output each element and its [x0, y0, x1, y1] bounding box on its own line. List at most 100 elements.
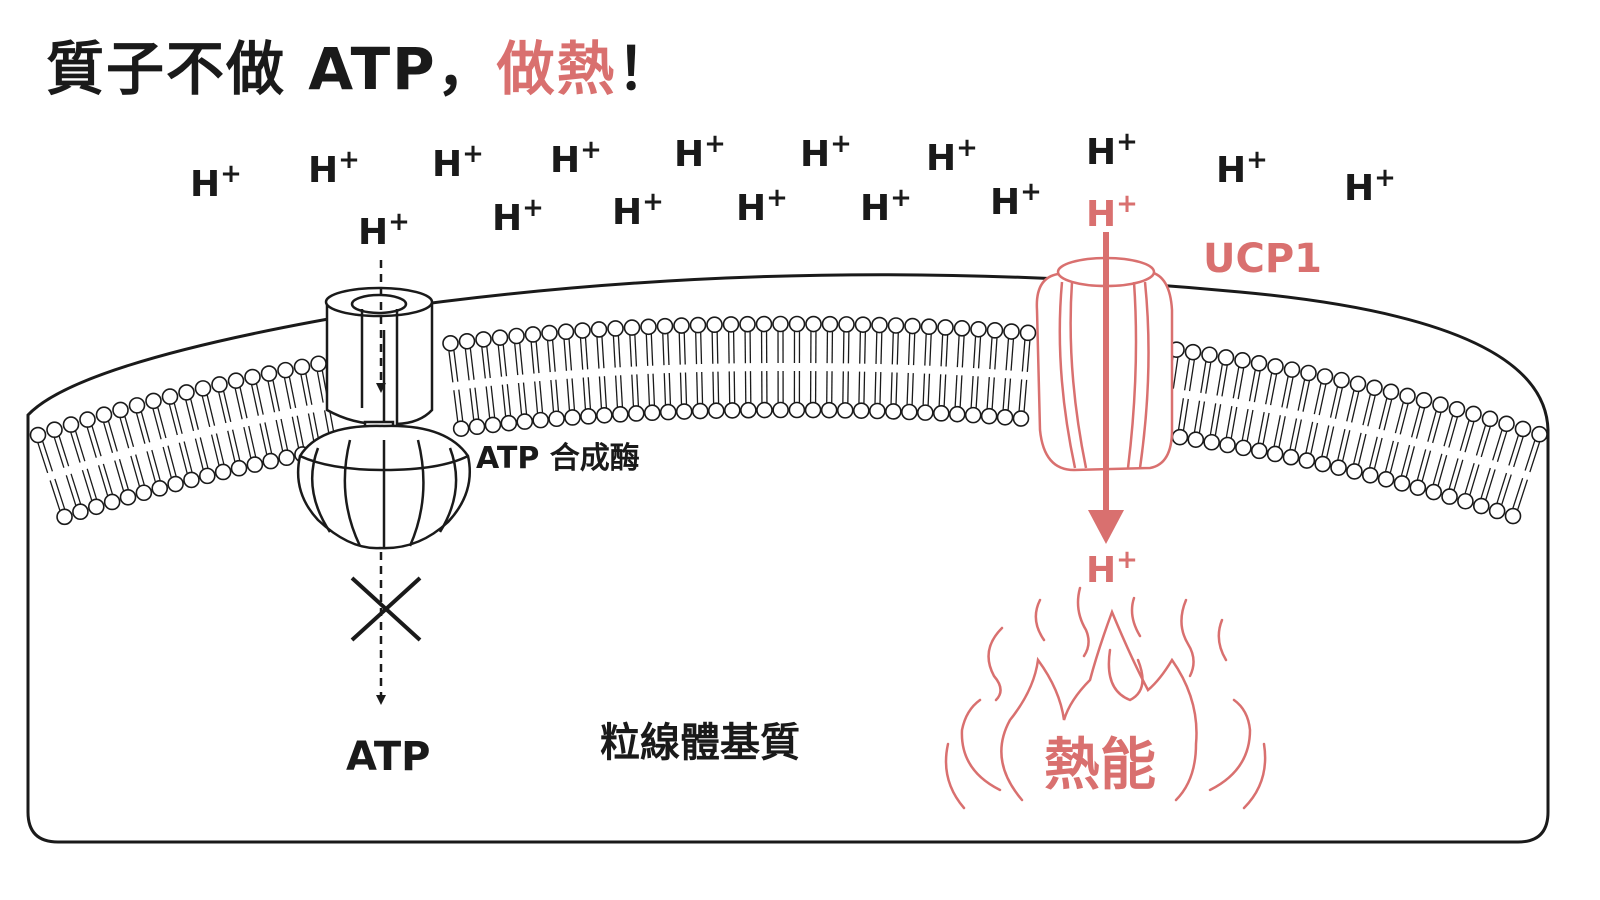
- proton-symbol: H: [990, 182, 1020, 223]
- lipid-head: [1346, 463, 1363, 480]
- lipid-tail: [152, 408, 162, 440]
- lipid-tail: [717, 371, 720, 404]
- lipid-tail: [956, 335, 960, 368]
- lipid-tail: [636, 374, 640, 406]
- lipid-tail: [1321, 425, 1330, 457]
- proton-symbol: H: [1086, 132, 1116, 173]
- lipid-head: [1498, 415, 1515, 433]
- lipid-head: [1432, 396, 1449, 414]
- lipid-head: [1003, 323, 1020, 340]
- lipid-head: [917, 404, 934, 421]
- lipid-tail: [283, 377, 292, 409]
- lipid-tail: [119, 417, 130, 449]
- lipid-tail: [587, 377, 592, 409]
- lipid-tail: [662, 333, 665, 366]
- lipid-head: [1282, 448, 1300, 466]
- lipid-tail: [1246, 409, 1254, 442]
- lipid-head: [948, 405, 966, 423]
- proton-symbol: H: [926, 138, 956, 179]
- lipid-tail: [991, 377, 995, 409]
- lipid-tail: [663, 373, 667, 405]
- lipid-tail: [506, 384, 512, 416]
- lipid-tail: [972, 336, 977, 369]
- lipid-tail: [107, 421, 118, 452]
- lipid-tail: [874, 371, 877, 404]
- lipid-head: [986, 322, 1004, 339]
- lipid-tail: [316, 371, 324, 403]
- lipid-head: [491, 329, 509, 346]
- lipid-tail: [1529, 441, 1541, 473]
- lipid-tail: [534, 381, 539, 413]
- lipid-tail: [517, 382, 523, 415]
- lipid-head: [211, 376, 228, 393]
- lipid-tail: [1198, 401, 1206, 433]
- lipid-tail: [54, 478, 66, 510]
- proton-charge: +: [1116, 545, 1138, 575]
- proton-ion: H+: [550, 135, 602, 181]
- lipid-tail: [550, 380, 555, 412]
- lipid-tail: [234, 388, 243, 420]
- lipid-head: [1441, 488, 1458, 505]
- lipid-tail: [1262, 412, 1270, 445]
- lipid-tail: [1508, 435, 1519, 466]
- lipid-tail: [103, 422, 114, 454]
- lipid-head: [468, 418, 486, 436]
- lipid-tail: [579, 338, 584, 370]
- lipid-tail: [619, 375, 624, 407]
- lipid-head: [194, 380, 212, 397]
- lipid-head: [524, 326, 542, 343]
- lipid-tail: [453, 390, 459, 422]
- lipid-tail: [1432, 453, 1443, 485]
- lipid-tail: [667, 333, 670, 366]
- lipid-tail: [194, 438, 204, 470]
- lipid-head: [151, 480, 169, 497]
- lipid-tail: [1021, 340, 1026, 372]
- lipid-tail: [716, 332, 719, 364]
- lipid-tail: [58, 435, 70, 467]
- lipid-head: [706, 316, 723, 334]
- lipid-tail: [162, 446, 172, 478]
- proton-charge: +: [462, 139, 484, 169]
- lipid-tail: [929, 334, 932, 366]
- lipid-tail: [1318, 384, 1327, 416]
- lipid-tail: [1253, 371, 1261, 403]
- lipid-tail: [1475, 425, 1487, 456]
- lipid-tail: [74, 430, 86, 462]
- lipid-tail: [70, 473, 82, 505]
- lipid-head: [964, 406, 982, 424]
- lipid-tail: [1221, 365, 1228, 397]
- lipid-tail: [1188, 359, 1195, 392]
- lipid-tail: [1367, 395, 1376, 427]
- lipid-tail: [1018, 379, 1023, 411]
- lipid-head: [178, 384, 195, 401]
- lipid-head: [112, 401, 129, 419]
- lipid-head: [1314, 455, 1331, 473]
- lipid-head: [1465, 405, 1482, 423]
- lipid-tail: [1427, 411, 1437, 442]
- lipid-tail: [1273, 415, 1281, 447]
- lipid-head: [508, 327, 525, 345]
- lipid-tail: [961, 335, 965, 368]
- lipid-tail: [1373, 437, 1383, 469]
- lipid-tail: [1294, 419, 1303, 451]
- lipid-tail: [1501, 474, 1512, 505]
- lipid-tail: [1007, 378, 1012, 411]
- lipid-tail: [890, 372, 893, 404]
- lipid-tail: [652, 373, 656, 406]
- proton-symbol: H: [1344, 168, 1374, 209]
- lipid-tail: [701, 371, 704, 404]
- lipid-tail: [650, 334, 654, 366]
- proton-ion: H+: [308, 145, 360, 191]
- lipid-head: [869, 402, 886, 420]
- lipid-tail: [519, 343, 524, 375]
- lipid-head: [62, 416, 80, 433]
- lipid-tail: [243, 426, 252, 458]
- lipid-tail: [1329, 386, 1339, 418]
- lipid-tail: [1248, 370, 1256, 402]
- proton-ion: H+: [800, 129, 852, 175]
- lipid-tail: [603, 376, 608, 408]
- lipid-tail: [1177, 398, 1185, 430]
- lipid-tail: [1469, 464, 1480, 495]
- lipid-head: [79, 411, 96, 428]
